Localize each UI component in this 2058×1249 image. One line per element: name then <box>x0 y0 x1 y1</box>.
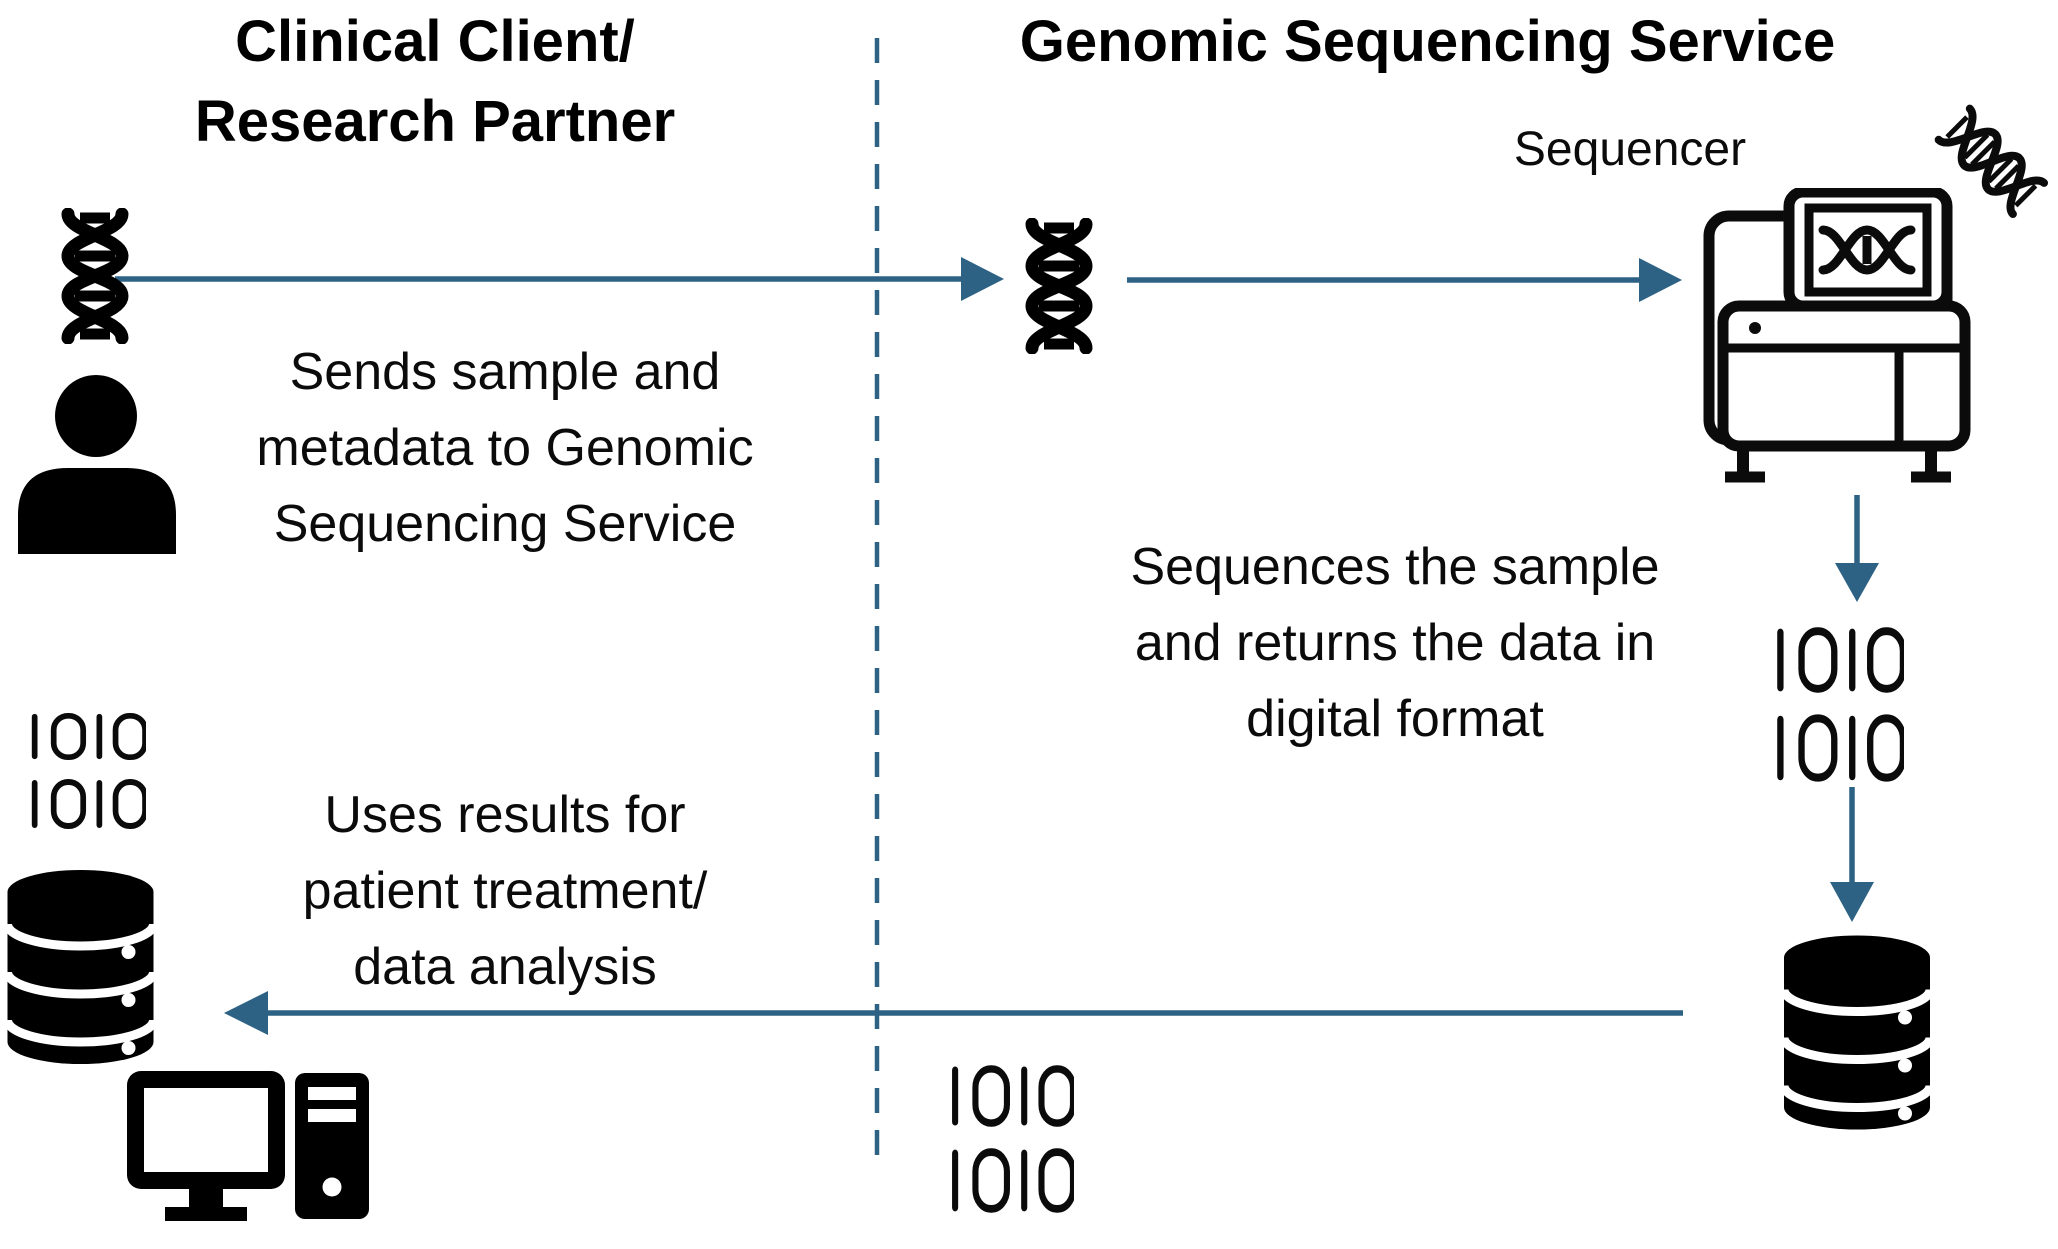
sequence-note-line1: Sequences the sample <box>1130 538 1660 596</box>
binary-data-icon-middle <box>948 1064 1076 1215</box>
sequencer-machine-icon <box>1703 188 1971 483</box>
send-sample-note: Sends sample and metadata to Genomic Seq… <box>225 334 785 562</box>
arrow-return-results-left <box>224 991 1683 1035</box>
arrow-sequencer-to-data-down <box>1835 495 1879 602</box>
right-panel-title: Genomic Sequencing Service <box>1019 9 1836 74</box>
left-panel-title-line2: Research Partner <box>194 89 676 154</box>
arrow-sample-to-sequencer <box>1127 258 1682 302</box>
send-sample-note-line1: Sends sample and <box>289 343 721 401</box>
sequencer-label: Sequencer <box>1513 123 1747 176</box>
left-panel-title: Clinical Client/ Research Partner <box>90 2 780 162</box>
arrow-data-to-database-down <box>1830 787 1874 922</box>
database-icon-right <box>1781 930 1933 1135</box>
binary-data-icon-left <box>28 712 148 834</box>
use-results-note-line2: patient treatment/ <box>302 862 708 920</box>
left-panel-title-line1: Clinical Client/ <box>235 9 635 74</box>
sequence-note: Sequences the sample and returns the dat… <box>1085 529 1705 757</box>
computer-icon <box>127 1071 369 1221</box>
sequence-note-line3: digital format <box>1246 690 1544 748</box>
dna-sample-icon <box>58 208 132 344</box>
person-icon <box>18 375 176 554</box>
send-sample-note-line2: metadata to Genomic <box>256 419 754 477</box>
binary-data-icon-right <box>1773 626 1906 784</box>
arrow-send-sample-right <box>115 257 1004 301</box>
use-results-note-line1: Uses results for <box>324 786 686 844</box>
dna-strand-decor-icon <box>1934 104 2049 219</box>
dna-sample-received-icon <box>1022 218 1096 354</box>
use-results-note: Uses results for patient treatment/ data… <box>225 777 785 1005</box>
send-sample-note-line3: Sequencing Service <box>273 495 737 553</box>
use-results-note-line3: data analysis <box>353 938 657 996</box>
database-icon-left <box>4 866 157 1068</box>
sequence-note-line2: and returns the data in <box>1134 614 1656 672</box>
